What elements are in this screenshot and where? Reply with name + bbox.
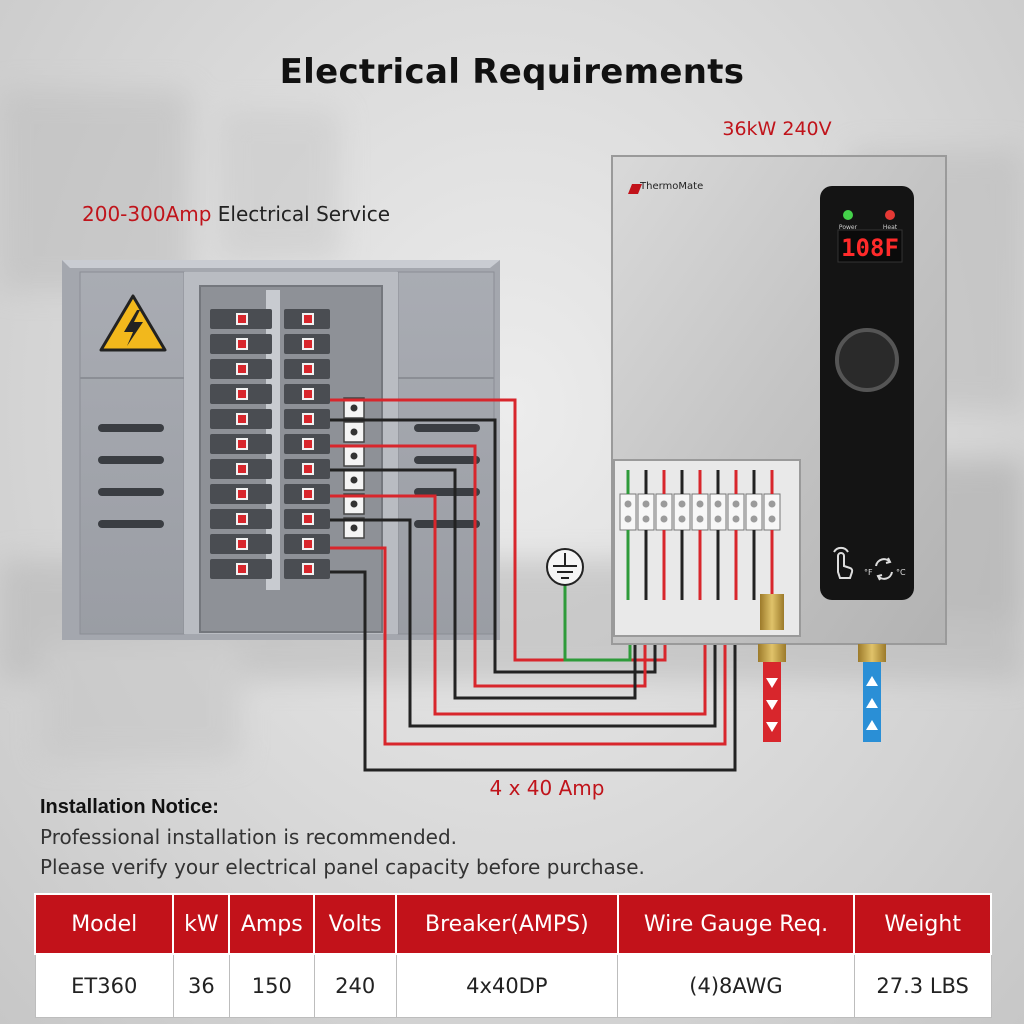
- circuit-breaker: [284, 334, 330, 354]
- temperature-knob[interactable]: [835, 328, 899, 392]
- brand-name: ThermoMate: [640, 181, 704, 192]
- header-model: Model: [33, 893, 175, 955]
- header-weight: Weight: [853, 893, 992, 955]
- cell-breaker: 4x40DP: [395, 953, 619, 1018]
- cell-volts: 240: [313, 953, 397, 1018]
- heat-indicator: [885, 210, 895, 220]
- notice-title: Installation Notice:: [40, 796, 219, 818]
- spec-table-header-row: Model kW Amps Volts Breaker(AMPS) Wire G…: [33, 893, 992, 955]
- temperature-display: 108F: [841, 234, 899, 262]
- power-indicator: [843, 210, 853, 220]
- circuit-breaker: [210, 459, 272, 479]
- heat-indicator-label: Heat: [883, 224, 898, 231]
- cold-water-inlet: [858, 644, 886, 662]
- cell-kw: 36: [172, 953, 230, 1018]
- circuit-breaker: [284, 484, 330, 504]
- breaker-label: 4 x 40 Amp: [489, 776, 605, 800]
- table-row: ET360 36 150 240 4x40DP (4)8AWG 27.3 LBS: [34, 953, 992, 1018]
- hot-water-pipe: [763, 662, 781, 742]
- terminal-screw: [727, 470, 745, 600]
- cell-model: ET360: [34, 953, 174, 1018]
- header-breaker: Breaker(AMPS): [395, 893, 619, 955]
- breaker-column-right: [284, 309, 330, 579]
- breaker-column-left: [210, 309, 272, 579]
- service-amp-range: 200-300Amp: [82, 202, 212, 226]
- heater-terminal-block: [619, 470, 781, 600]
- spec-table: Model kW Amps Volts Breaker(AMPS) Wire G…: [33, 893, 992, 1018]
- terminal-screw: [763, 470, 781, 600]
- page-title: Electrical Requirements: [279, 52, 745, 92]
- circuit-breaker: [210, 534, 272, 554]
- touch-hand-icon: [833, 546, 854, 579]
- hot-water-fitting: [760, 594, 784, 630]
- circuit-breaker: [284, 359, 330, 379]
- hot-water-outlet: [758, 644, 786, 662]
- unit-c-label: °C: [896, 568, 906, 577]
- terminal-screw: [745, 470, 763, 600]
- toggle-arrows-icon: [875, 557, 893, 581]
- circuit-breaker: [210, 434, 272, 454]
- cell-amps: 150: [228, 953, 315, 1018]
- circuit-breaker: [284, 459, 330, 479]
- water-heater: 108F Power Heat °F °C: [611, 155, 947, 662]
- circuit-breaker: [210, 484, 272, 504]
- unit-f-label: °F: [864, 568, 873, 577]
- installation-notice: Installation Notice: Professional instal…: [40, 796, 645, 882]
- header-amps: Amps: [228, 893, 316, 955]
- service-label: 200-300Amp Electrical Service: [82, 202, 390, 226]
- header-kw: kW: [172, 893, 231, 955]
- cold-water-pipe: [863, 662, 881, 742]
- terminal-screw: [655, 470, 673, 600]
- circuit-breaker: [284, 409, 330, 429]
- terminal-screw: [673, 470, 691, 600]
- vent-slots-right: [414, 424, 480, 528]
- notice-line-2: Please verify your electrical panel capa…: [40, 855, 645, 879]
- header-volts: Volts: [313, 893, 398, 955]
- brand-logo: [628, 184, 642, 194]
- electrical-panel: [62, 260, 500, 640]
- circuit-breaker: [284, 509, 330, 529]
- wiring-diagram: 108F Power Heat °F °C: [62, 155, 947, 772]
- circuit-breaker: [210, 309, 272, 329]
- header-wire-gauge: Wire Gauge Req.: [616, 893, 856, 955]
- heater-rating-label: 36kW 240V: [722, 118, 832, 140]
- circuit-breaker: [284, 384, 330, 404]
- circuit-breaker: [210, 409, 272, 429]
- circuit-breaker: [210, 359, 272, 379]
- terminal-screw: [637, 470, 655, 600]
- power-indicator-label: Power: [839, 224, 858, 231]
- cell-weight: 27.3 LBS: [853, 953, 992, 1018]
- terminal-screw: [709, 470, 727, 600]
- circuit-breaker: [284, 534, 330, 554]
- notice-line-1: Professional installation is recommended…: [40, 825, 457, 849]
- circuit-breaker: [210, 559, 272, 579]
- circuit-breaker: [284, 434, 330, 454]
- service-text: Electrical Service: [217, 202, 390, 226]
- ground-symbol-icon: [546, 548, 584, 586]
- high-voltage-warning-icon: [99, 294, 167, 352]
- circuit-breaker: [210, 384, 272, 404]
- terminal-screw: [691, 470, 709, 600]
- circuit-breaker: [284, 559, 330, 579]
- terminal-screw: [619, 470, 637, 600]
- vent-slots-left: [98, 424, 164, 528]
- circuit-breaker: [284, 309, 330, 329]
- circuit-breaker: [210, 509, 272, 529]
- cell-wire-gauge: (4)8AWG: [617, 953, 855, 1018]
- circuit-breaker: [210, 334, 272, 354]
